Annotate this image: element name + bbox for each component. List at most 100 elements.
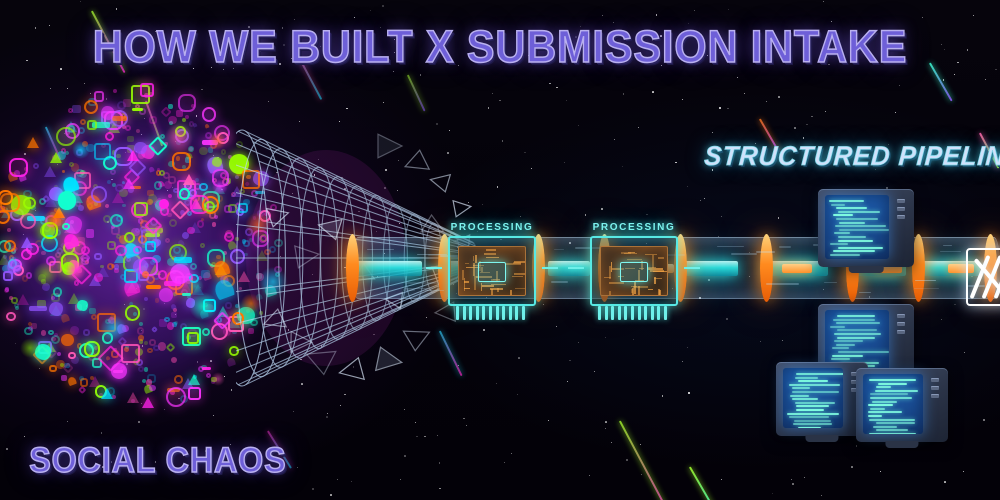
crt-stand xyxy=(848,266,884,273)
circuit-trace xyxy=(609,266,611,280)
social-icon xyxy=(97,265,110,277)
star xyxy=(326,412,329,414)
star xyxy=(759,340,761,343)
star xyxy=(782,339,784,341)
star xyxy=(806,123,809,126)
code-line xyxy=(831,347,850,350)
star xyxy=(501,140,504,142)
circuit-trace xyxy=(475,276,492,278)
star xyxy=(688,392,690,394)
circuit-trace xyxy=(618,275,625,278)
code-line xyxy=(837,315,876,317)
social-icon xyxy=(86,119,98,131)
social-icon xyxy=(244,252,248,257)
crt-monitor-bottom-left[interactable] xyxy=(776,362,868,442)
crt-knobs[interactable] xyxy=(897,314,907,338)
code-line xyxy=(835,225,887,228)
crt-knobs[interactable] xyxy=(851,372,861,396)
tube-detail-line xyxy=(404,287,428,290)
circuit-trace xyxy=(510,289,512,295)
star xyxy=(370,9,371,11)
circuit-trace xyxy=(480,283,483,292)
star xyxy=(465,424,467,426)
star xyxy=(693,10,696,12)
social-icon xyxy=(35,343,52,360)
energy-beam xyxy=(682,261,738,276)
star xyxy=(416,436,418,438)
chip-pin xyxy=(604,306,608,320)
social-icon xyxy=(110,110,128,128)
tube-detail-line xyxy=(731,253,757,255)
social-icon xyxy=(100,106,115,120)
social-icon xyxy=(107,121,120,133)
code-line xyxy=(833,318,875,321)
social-icon xyxy=(80,118,87,125)
circuit-trace xyxy=(641,260,643,271)
social-icon xyxy=(114,268,120,273)
social-icon xyxy=(73,280,80,286)
code-line xyxy=(791,391,839,393)
social-icon xyxy=(210,322,228,340)
social-icon xyxy=(185,298,195,308)
social-icon xyxy=(41,235,59,253)
code-line xyxy=(870,393,908,396)
star xyxy=(604,428,606,429)
x-logo[interactable] xyxy=(966,248,1000,306)
star xyxy=(79,0,81,2)
star xyxy=(953,303,956,306)
code-line xyxy=(795,376,818,379)
social-icon xyxy=(164,237,170,243)
orange-energy-ring xyxy=(760,234,773,302)
star xyxy=(516,393,519,395)
crt-monitor-top[interactable] xyxy=(818,189,914,273)
crt-knobs[interactable] xyxy=(897,199,907,223)
star xyxy=(26,59,29,62)
star xyxy=(138,420,140,423)
processing-node-1[interactable]: PROCESSING xyxy=(426,222,558,334)
social-icon xyxy=(48,329,55,336)
circuit-trace xyxy=(465,266,481,269)
star xyxy=(720,216,723,218)
circuit-trace xyxy=(491,279,501,281)
star xyxy=(699,199,701,201)
code-line xyxy=(836,343,856,346)
star xyxy=(292,411,294,413)
social-icon xyxy=(89,376,102,388)
processing-node-2[interactable]: PROCESSING xyxy=(568,222,700,334)
social-icon xyxy=(118,234,128,244)
star xyxy=(601,14,604,17)
social-icon xyxy=(132,245,142,255)
social-icon xyxy=(13,169,21,177)
chip-pin xyxy=(611,306,615,320)
star xyxy=(511,452,513,454)
crt-monitor-bottom-right[interactable] xyxy=(856,368,948,448)
code-line xyxy=(832,214,854,217)
star xyxy=(995,68,997,71)
social-icon xyxy=(21,249,32,261)
social-icon xyxy=(213,214,219,220)
star xyxy=(721,478,722,480)
social-icon xyxy=(211,169,230,188)
code-line xyxy=(838,351,889,353)
social-icon xyxy=(0,210,11,225)
circuit-trace xyxy=(649,270,664,273)
tube-detail-line xyxy=(939,250,961,253)
social-icon xyxy=(64,362,70,369)
code-line xyxy=(832,250,876,253)
star xyxy=(656,14,658,16)
social-icon xyxy=(201,196,220,215)
star xyxy=(825,110,827,112)
social-icon xyxy=(149,116,157,125)
social-icon xyxy=(42,283,51,292)
social-icon xyxy=(44,196,57,208)
code-line xyxy=(837,329,877,332)
chip-pin xyxy=(462,306,466,320)
star xyxy=(436,434,438,436)
code-line xyxy=(868,418,915,421)
crt-knobs[interactable] xyxy=(931,378,941,402)
social-icon xyxy=(81,246,91,256)
circuit-trace xyxy=(491,288,493,295)
social-icon xyxy=(158,319,167,327)
social-icon xyxy=(111,363,128,380)
